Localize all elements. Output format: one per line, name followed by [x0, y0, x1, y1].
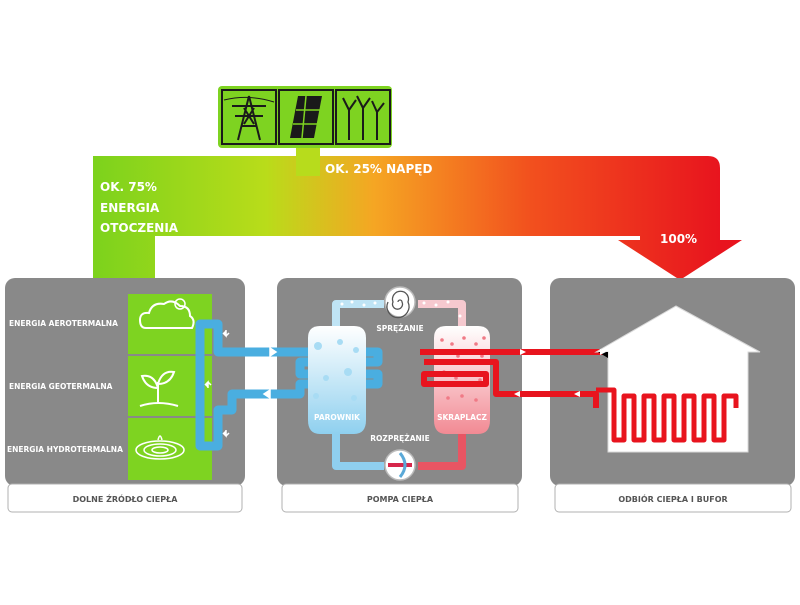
lower-source-label: DOLNE ŹRÓDŁO CIEPŁA — [73, 493, 179, 504]
ambient-line2: OTOCZENIA — [100, 221, 179, 235]
compression-label: SPRĘŻANIE — [376, 324, 423, 333]
solar-panel-icon — [278, 89, 334, 145]
pipe-dots — [340, 300, 462, 318]
total-percent: 100% — [660, 232, 697, 246]
lower-source-tab — [7, 483, 243, 513]
water-ripple-icon — [135, 435, 185, 460]
heating-arrows — [514, 349, 706, 397]
brine-loop — [195, 319, 383, 451]
evaporator-label: PAROWNIK — [314, 413, 361, 422]
sprout-icon — [139, 370, 179, 407]
condenser: SKRAPLACZ — [434, 326, 490, 434]
ambient-percent: OK. 75% — [100, 180, 157, 194]
expansion-label: ROZPRĘŻANIE — [370, 434, 429, 443]
heat-pump-label: POMPA CIEPŁA — [367, 495, 434, 504]
drive-icons — [218, 86, 392, 148]
ambient-line1: ENERGIA — [100, 201, 160, 215]
expansion-valve-icon — [384, 449, 416, 481]
house-icon — [594, 305, 761, 453]
geothermal-label: ENERGIA GEOTERMALNA — [9, 382, 113, 391]
aerothermal-label: ENERGIA AEROTERMALNA — [9, 319, 118, 328]
evaporator: PAROWNIK — [308, 326, 366, 434]
brine-arrows — [204, 330, 278, 438]
heat-pump-tab — [281, 483, 519, 513]
refrigerant-loop — [332, 300, 466, 470]
heat-reception-label: ODBIÓR CIEPŁA I BUFOR — [618, 493, 727, 504]
drive-label: OK. 25% NAPĘD — [325, 162, 432, 176]
condenser-label: SKRAPLACZ — [437, 413, 487, 422]
compressor-icon — [384, 286, 416, 319]
energy-flow-band — [93, 140, 742, 280]
hydrothermal-label: ENERGIA HYDROTERMALNA — [7, 445, 123, 454]
wind-turbine-icon — [335, 89, 391, 145]
heat-reception-tab — [554, 483, 792, 513]
cloud-icon — [138, 300, 195, 329]
power-line-icon — [221, 89, 277, 145]
